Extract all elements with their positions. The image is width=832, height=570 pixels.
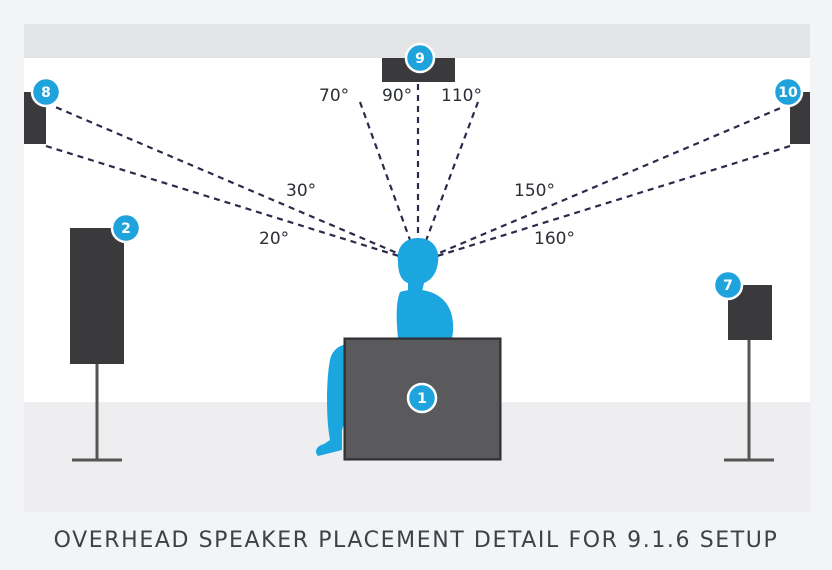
svg-text:8: 8 [41, 85, 51, 101]
svg-text:2: 2 [121, 221, 131, 237]
room-diagram: 30° 20° 70° 90° 110° 150° 160° 8 9 10 2 [24, 24, 810, 462]
svg-text:1: 1 [417, 391, 427, 407]
line-150 [417, 102, 791, 264]
listener-icon [316, 238, 454, 456]
badge-7: 7 [712, 269, 744, 301]
badge-9: 9 [404, 42, 436, 74]
angle-lines [45, 84, 791, 264]
badge-1: 1 [406, 382, 438, 414]
angle-label-90: 90° [382, 86, 412, 106]
room-svg: 30° 20° 70° 90° 110° 150° 160° 8 9 10 2 [24, 24, 810, 462]
badge-2: 2 [110, 212, 142, 244]
svg-text:7: 7 [723, 278, 733, 294]
angle-label-110: 110° [441, 86, 482, 106]
angle-label-150: 150° [514, 181, 555, 201]
svg-text:10: 10 [778, 85, 798, 101]
line-160 [417, 144, 791, 264]
angle-label-30: 30° [286, 181, 316, 201]
line-20 [45, 144, 419, 264]
diagram-caption: OVERHEAD SPEAKER PLACEMENT DETAIL FOR 9.… [53, 527, 779, 553]
angle-label-70: 70° [319, 86, 349, 106]
svg-text:9: 9 [415, 51, 425, 67]
speaker-2 [70, 228, 124, 364]
line-30 [45, 101, 419, 264]
badge-10: 10 [772, 76, 804, 108]
angle-label-160: 160° [534, 229, 575, 249]
badge-8: 8 [30, 76, 62, 108]
angle-label-20: 20° [259, 229, 289, 249]
